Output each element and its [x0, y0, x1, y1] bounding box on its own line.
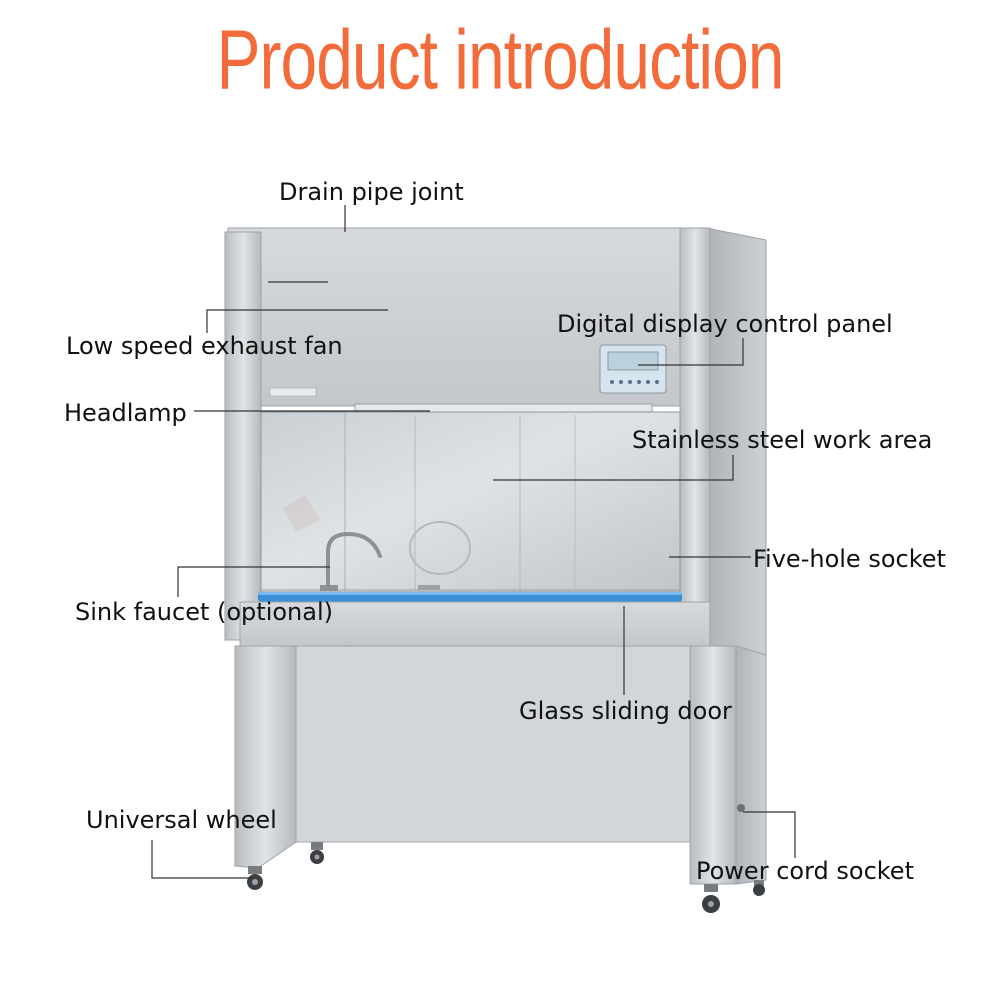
- page-title: Product introduction: [0, 0, 1000, 118]
- label-power-cord-socket: Power cord socket: [696, 857, 914, 885]
- nameplate: [269, 387, 317, 397]
- worktop-front: [239, 601, 711, 647]
- leader-work-area: [493, 455, 734, 481]
- base-right-leg: [689, 645, 737, 885]
- sink-faucet: [320, 531, 440, 591]
- label-stainless-steel-work-area: Stainless steel work area: [632, 426, 933, 454]
- universal-wheel-right-front: [702, 884, 720, 913]
- digital-display-panel: [599, 344, 667, 394]
- base-back-panel: [295, 645, 693, 843]
- base-right-side: [735, 645, 767, 885]
- label-drain-pipe-joint: Drain pipe joint: [279, 178, 464, 206]
- universal-wheel-middle: [310, 842, 324, 864]
- cabinet-left-pillar: [224, 231, 262, 641]
- leader-display-panel: [638, 338, 744, 366]
- leader-sink-faucet: [177, 566, 330, 597]
- label-low-speed-exhaust-fan: Low speed exhaust fan: [66, 332, 343, 360]
- label-headlamp: Headlamp: [64, 399, 187, 427]
- label-five-hole-socket: Five-hole socket: [753, 545, 946, 573]
- label-sink-faucet: Sink faucet (optional): [75, 598, 333, 626]
- leader-power-cord-socket: [743, 811, 796, 858]
- leader-exhaust-fan: [206, 309, 388, 333]
- base-left-leg: [234, 645, 297, 869]
- label-glass-sliding-door: Glass sliding door: [519, 697, 732, 725]
- label-universal-wheel: Universal wheel: [86, 806, 277, 834]
- leader-universal-wheel: [151, 840, 253, 879]
- power-cord-socket: [737, 804, 745, 812]
- label-digital-display-control-panel: Digital display control panel: [557, 310, 893, 338]
- cabinet-right-pillar: [679, 227, 711, 649]
- work-area-interior: [260, 411, 681, 593]
- page-title-text: Product introduction: [216, 11, 784, 107]
- universal-wheel-right-back: [753, 880, 765, 896]
